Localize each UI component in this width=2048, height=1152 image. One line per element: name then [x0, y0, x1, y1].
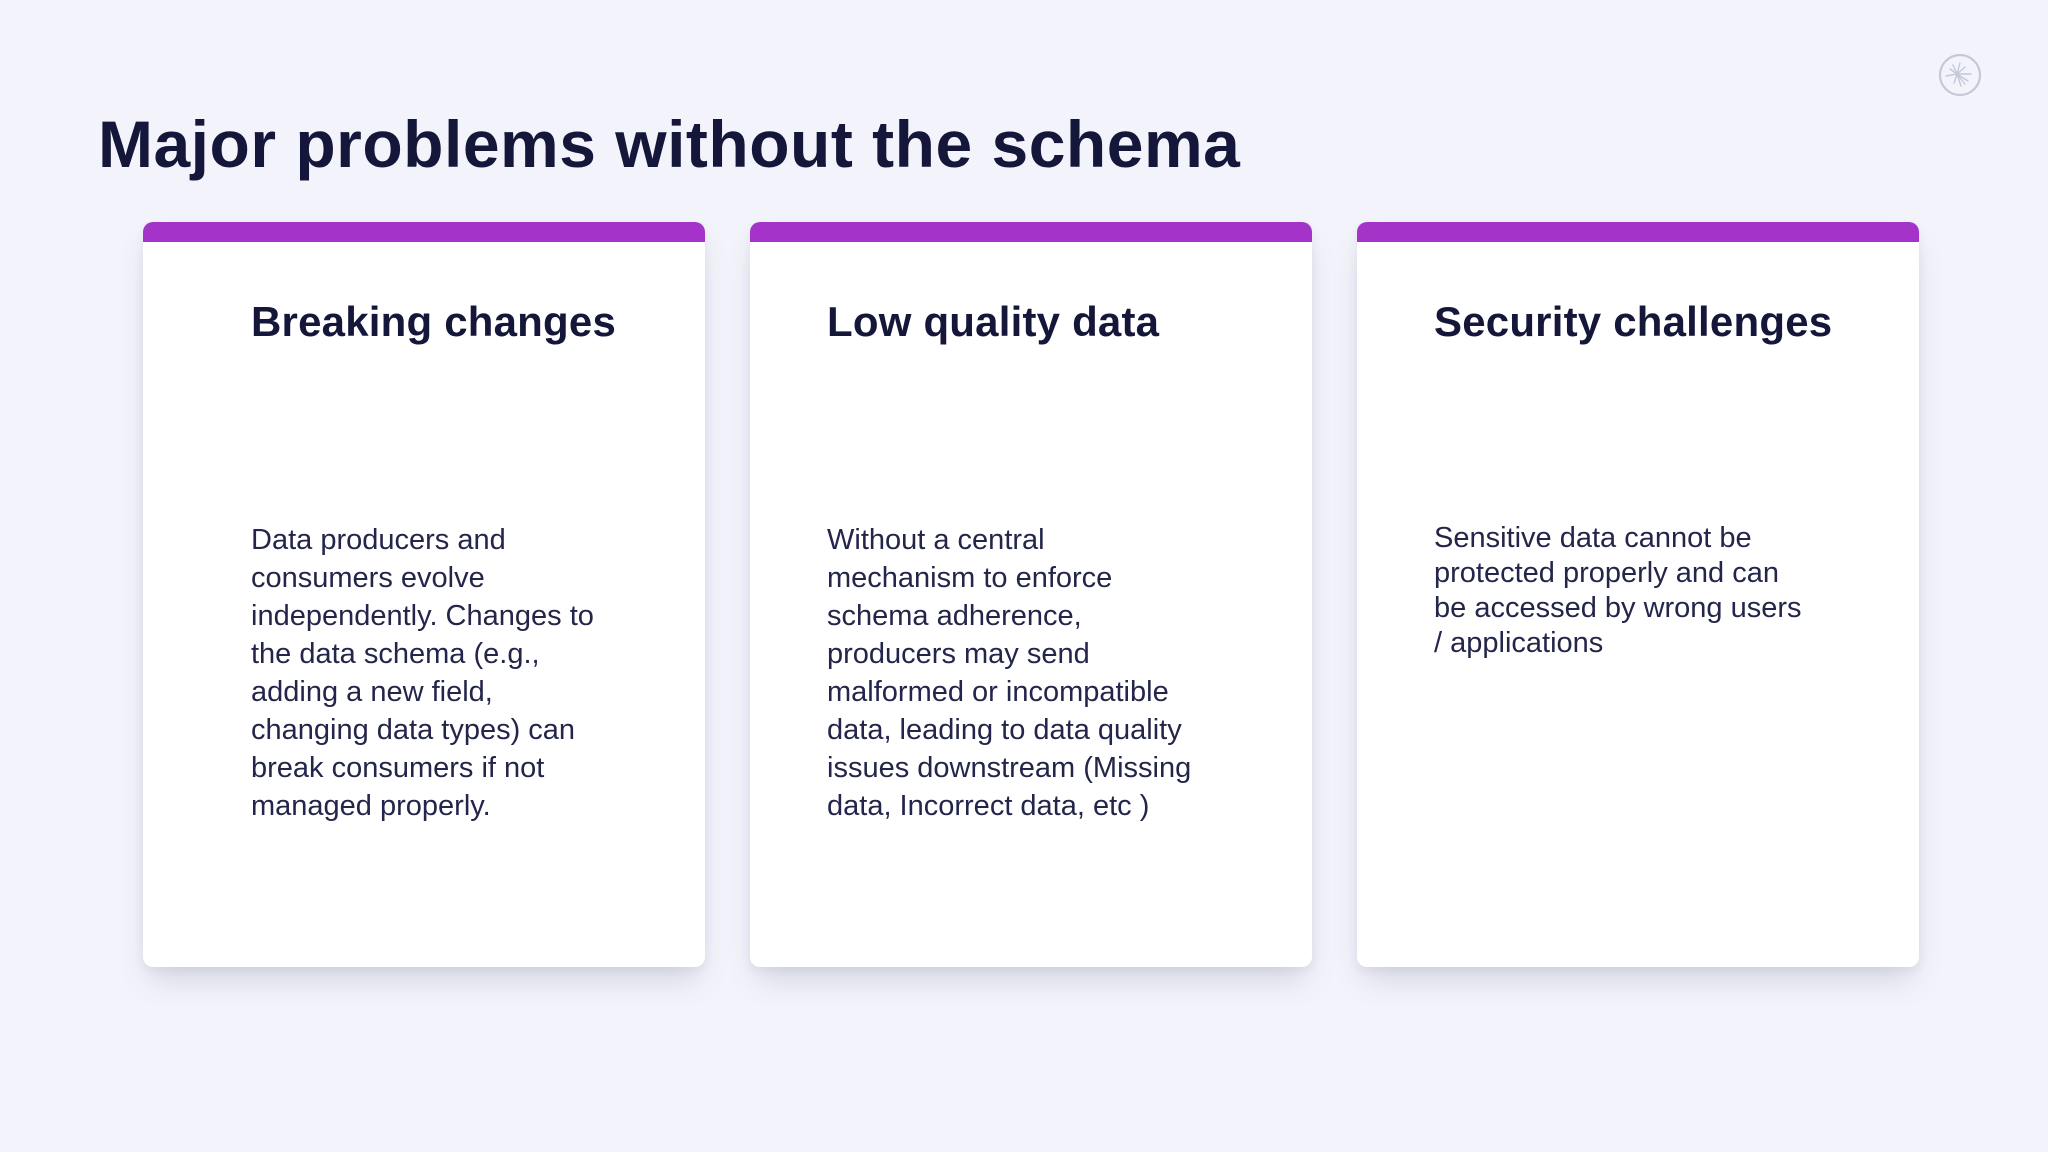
card-accent-bar	[143, 222, 705, 242]
card-body: Without a central mechanism to enforce s…	[827, 524, 1192, 822]
card-security-challenges: Security challenges Sensitive data canno…	[1357, 222, 1919, 967]
cards-row: Breaking changes Data producers and cons…	[143, 222, 1919, 967]
card-content: Breaking changes Data producers and cons…	[143, 298, 705, 825]
card-heading: Breaking changes	[251, 298, 616, 345]
card-heading: Low quality data	[827, 298, 1160, 345]
page-title: Major problems without the schema	[98, 107, 1241, 182]
card-breaking-changes: Breaking changes Data producers and cons…	[143, 222, 705, 967]
card-content: Security challenges Sensitive data canno…	[1357, 298, 1919, 661]
card-heading: Security challenges	[1434, 298, 1833, 345]
card-body: Sensitive data cannot be protected prope…	[1434, 522, 1802, 659]
card-body: Data producers and consumers evolve inde…	[251, 524, 594, 822]
card-accent-bar	[750, 222, 1312, 242]
burst-icon	[1938, 53, 1982, 97]
card-content: Low quality data Without a central mecha…	[750, 298, 1312, 825]
card-low-quality-data: Low quality data Without a central mecha…	[750, 222, 1312, 967]
card-accent-bar	[1357, 222, 1919, 242]
